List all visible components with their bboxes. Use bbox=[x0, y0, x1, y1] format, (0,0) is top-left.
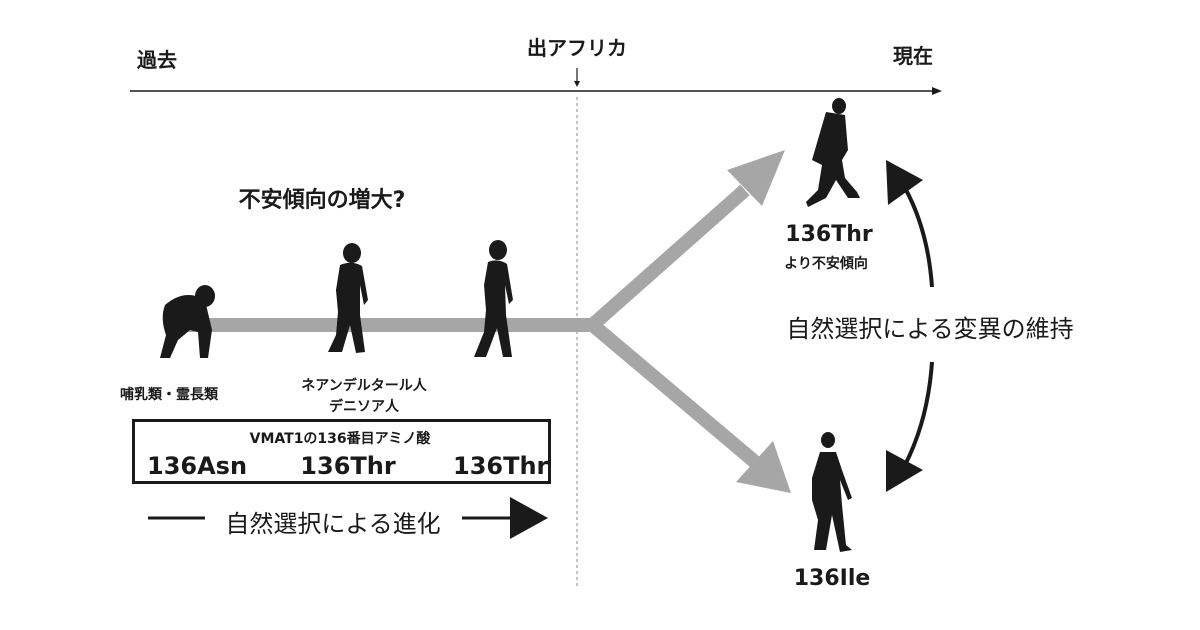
species-label-neanderthal: ネアンデルタール人 bbox=[301, 378, 427, 394]
out-of-africa-label: 出アフリカ bbox=[527, 36, 627, 60]
lineage-branch-upper-head bbox=[727, 150, 785, 206]
past-label: 過去 bbox=[137, 48, 177, 72]
lower-variant-label: 136Ile bbox=[793, 566, 871, 591]
species-label-primates: 哺乳類・霊長類 bbox=[120, 387, 218, 403]
amino-box-title: VMAT1の136番目アミノ酸 bbox=[249, 431, 431, 447]
evolution-arrow-label: 自然選択による進化 bbox=[225, 510, 441, 538]
maintenance-arrow-upper bbox=[903, 187, 934, 288]
species-label-denisovan: デニソア人 bbox=[329, 399, 399, 415]
present-label: 現在 bbox=[893, 44, 933, 68]
amino-acid-box bbox=[132, 419, 551, 484]
evolution-arrowhead bbox=[510, 497, 548, 539]
upper-variant-note: より不安傾向 bbox=[784, 256, 868, 272]
maintenance-arrow-upper-head bbox=[886, 160, 923, 205]
maintenance-arrow-lower-head bbox=[886, 450, 923, 492]
lineage-branch-upper bbox=[583, 184, 750, 335]
maintenance-label: 自然選択による変異の維持 bbox=[786, 315, 1074, 343]
denisovan-silhouette-icon bbox=[474, 240, 513, 357]
maintenance-arrow-lower bbox=[903, 361, 934, 466]
amino-value-neanderthal: 136Thr bbox=[300, 452, 396, 480]
neanderthal-silhouette-icon bbox=[328, 243, 368, 353]
out-of-africa-marker-head bbox=[574, 81, 580, 87]
lineage-branch-lower-head bbox=[736, 441, 791, 493]
modern-human-anxious-silhouette-icon bbox=[806, 98, 860, 207]
amino-value-denisovan: 136Thr bbox=[453, 452, 549, 480]
question-label: 不安傾向の増大? bbox=[238, 188, 406, 213]
upper-variant-label: 136Thr bbox=[785, 222, 873, 247]
primate-silhouette-icon bbox=[160, 285, 215, 358]
timeline-arrowhead bbox=[932, 87, 942, 95]
lineage-branch-lower bbox=[583, 315, 760, 468]
modern-human-silhouette-icon bbox=[812, 432, 852, 552]
amino-value-primates: 136Asn bbox=[147, 452, 248, 480]
